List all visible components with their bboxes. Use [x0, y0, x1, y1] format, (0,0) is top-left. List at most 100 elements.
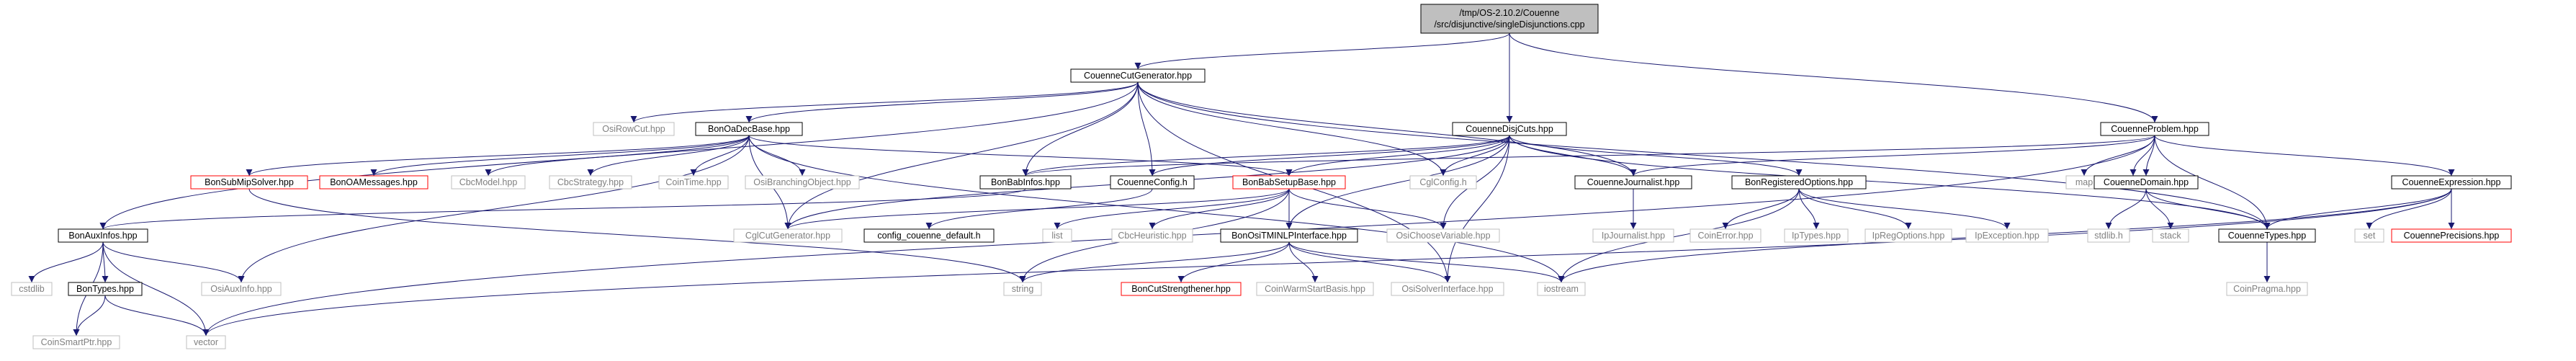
node-box — [1070, 68, 1206, 83]
include-edge — [1288, 241, 1565, 283]
file-node-couennetypes-hpp[interactable]: CouenneTypes.hpp — [2218, 228, 2316, 243]
node-box — [1689, 228, 1762, 243]
node-label: list — [1051, 231, 1063, 241]
file-node-couennedomain-hpp[interactable]: CouenneDomain.hpp — [2093, 175, 2199, 190]
node-box — [733, 228, 843, 243]
include-edge — [246, 135, 750, 177]
node-label: CglCutGenerator.hpp — [745, 231, 830, 241]
file-node-osiauxinfo-hpp: OsiAuxInfo.hpp — [201, 282, 282, 296]
include-edge — [1798, 188, 1820, 230]
node-label: CglConfig.h — [1419, 177, 1466, 187]
file-node-couenneprecisions-hpp[interactable]: CouennePrecisions.hpp — [2391, 228, 2512, 243]
dependency-nodes: /tmp/OS-2.10.2/Couenne/src/disjunctive/s… — [11, 4, 2512, 349]
include-edge — [102, 241, 245, 283]
node-box — [1784, 228, 1849, 243]
node-label: stack — [2160, 231, 2181, 241]
include-edge — [1285, 135, 1510, 230]
node-label: OsiAuxInfo.hpp — [210, 284, 272, 294]
file-node-bonsubmipsolver-hpp[interactable]: BonSubMipSolver.hpp — [190, 175, 308, 190]
node-box — [1452, 122, 1567, 136]
node-box — [186, 335, 226, 349]
file-node-bonbabsetupbase-hpp[interactable]: BonBabSetupBase.hpp — [1232, 175, 1346, 190]
include-edge — [2145, 188, 2271, 230]
include-edge — [104, 295, 210, 337]
file-node-couenneproblem-hpp[interactable]: CouenneProblem.hpp — [2100, 122, 2209, 136]
file-node-cglconfig-h: CglConfig.h — [1409, 175, 1477, 190]
node-label: CbcModel.hpp — [459, 177, 518, 187]
include-edge — [587, 135, 750, 177]
file-node-map: map — [2065, 175, 2103, 190]
node-box — [1121, 282, 1242, 296]
include-edge — [1023, 135, 2155, 177]
include-edge — [1149, 188, 1290, 230]
file-node-bonoamessages-hpp[interactable]: BonOAMessages.hpp — [319, 175, 428, 190]
node-label: map — [2075, 177, 2093, 187]
file-node-couenneexpression-hpp[interactable]: CouenneExpression.hpp — [2391, 175, 2512, 190]
include-edge — [1444, 135, 1510, 283]
file-node-stdlib-h: stdlib.h — [2087, 228, 2130, 243]
node-box — [2087, 228, 2130, 243]
node-label: BonBabInfos.hpp — [991, 177, 1060, 187]
include-edge — [748, 135, 806, 177]
file-node-bontypes-hpp[interactable]: BonTypes.hpp — [68, 282, 143, 296]
node-box — [1256, 282, 1374, 296]
node-box — [1042, 228, 1072, 243]
node-box — [1110, 175, 1195, 190]
include-edge — [2263, 188, 2452, 230]
file-node-bonositminlpinterface-hpp[interactable]: BonOsiTMINLPInterface.hpp — [1220, 228, 1358, 243]
include-edge — [248, 188, 1026, 283]
node-label: BonOaDecBase.hpp — [708, 124, 790, 134]
node-box — [2391, 228, 2512, 243]
file-node-osirowcut-hpp: OsiRowCut.hpp — [593, 122, 675, 136]
file-node-couennejournalist-hpp[interactable]: CouenneJournalist.hpp — [1574, 175, 1692, 190]
node-box — [2100, 122, 2209, 136]
node-box — [2218, 228, 2316, 243]
file-node-stack: stack — [2152, 228, 2189, 243]
node-box — [1232, 175, 1346, 190]
node-box — [1409, 175, 1477, 190]
node-label: IpRegOptions.hpp — [1872, 231, 1945, 241]
root-label-line: /src/disjunctive/singleDisjunctions.cpp — [1434, 19, 1584, 30]
node-label: CouenneTypes.hpp — [2228, 231, 2306, 241]
file-node-coinsmartptr-hpp: CoinSmartPtr.hpp — [32, 335, 120, 349]
file-node-bonregisteredoptions-hpp[interactable]: BonRegisteredOptions.hpp — [1731, 175, 1867, 190]
node-box — [695, 122, 803, 136]
file-node-boncutstrengthener-hpp[interactable]: BonCutStrengthener.hpp — [1121, 282, 1242, 296]
node-box — [1574, 175, 1692, 190]
file-node-osibranchingobject-hpp: OsiBranchingObject.hpp — [745, 175, 860, 190]
node-label: OsiRowCut.hpp — [602, 124, 665, 134]
file-node-list: list — [1042, 228, 1072, 243]
include-edge — [1440, 135, 1510, 177]
include-edge — [1019, 241, 1290, 283]
file-node-couenneconfig-h[interactable]: CouenneConfig.h — [1110, 175, 1195, 190]
node-box — [2152, 228, 2189, 243]
node-box — [1386, 228, 1500, 243]
node-label: BonBabSetupBase.hpp — [1242, 177, 1336, 187]
file-node-coinerror-hpp: CoinError.hpp — [1689, 228, 1762, 243]
include-edge — [2145, 188, 2174, 230]
include-edge — [1134, 32, 1510, 70]
file-node-couennedisjcuts-hpp[interactable]: CouenneDisjCuts.hpp — [1452, 122, 1567, 136]
include-edge — [1509, 135, 2271, 230]
node-box — [2226, 282, 2308, 296]
include-edge — [2142, 135, 2155, 177]
node-label: set — [2364, 231, 2376, 241]
file-node-bonoadecbase-hpp[interactable]: BonOaDecBase.hpp — [695, 122, 803, 136]
include-edge — [1137, 81, 1156, 177]
include-edge — [2105, 188, 2147, 230]
include-edge — [1558, 188, 1800, 283]
node-label: CouenneExpression.hpp — [2402, 177, 2501, 187]
file-node-bonauxinfos-hpp[interactable]: BonAuxInfos.hpp — [58, 228, 148, 243]
file-node-couennecutgenerator-hpp[interactable]: CouenneCutGenerator.hpp — [1070, 68, 1206, 83]
include-edge — [748, 135, 1565, 283]
node-label: IpException.hpp — [1975, 231, 2039, 241]
node-box — [745, 175, 860, 190]
node-label: BonAuxInfos.hpp — [68, 231, 137, 241]
node-box — [319, 175, 428, 190]
file-node-config-couenne-default-h[interactable]: config_couenne_default.h — [863, 228, 995, 243]
root-file-node: /tmp/OS-2.10.2/Couenne/src/disjunctive/s… — [1420, 4, 1599, 34]
node-box — [1965, 228, 2049, 243]
file-node-bonbabinfos-hpp[interactable]: BonBabInfos.hpp — [979, 175, 1072, 190]
node-box — [2391, 175, 2512, 190]
node-label: CouenneProblem.hpp — [2111, 124, 2199, 134]
